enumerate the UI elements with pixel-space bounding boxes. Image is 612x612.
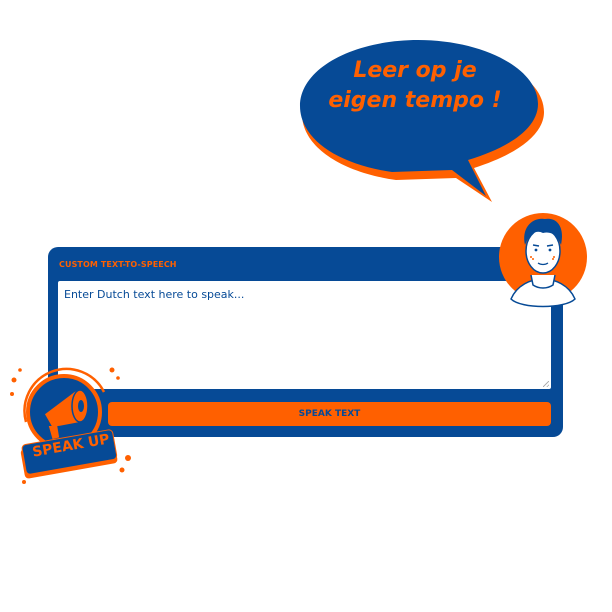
panel-title: CUSTOM TEXT-TO-SPEECH (59, 260, 177, 269)
megaphone-badge (10, 367, 131, 484)
speech-bubble-text: Leer op je eigen tempo ! (300, 56, 530, 116)
speech-bubble-line-1: Leer op je (353, 58, 477, 83)
resize-grip-icon[interactable] (543, 381, 549, 387)
speech-bubble-line-2: eigen tempo ! (328, 88, 502, 113)
tts-panel: CUSTOM TEXT-TO-SPEECH SPEAK TEXT (48, 247, 563, 437)
speech-bubble (300, 40, 544, 202)
speak-text-button[interactable]: SPEAK TEXT (108, 402, 551, 426)
dutch-text-input[interactable] (58, 281, 551, 389)
megaphone-icon (43, 388, 89, 441)
textarea-wrapper (58, 281, 551, 389)
avatar-illustration (499, 213, 587, 308)
